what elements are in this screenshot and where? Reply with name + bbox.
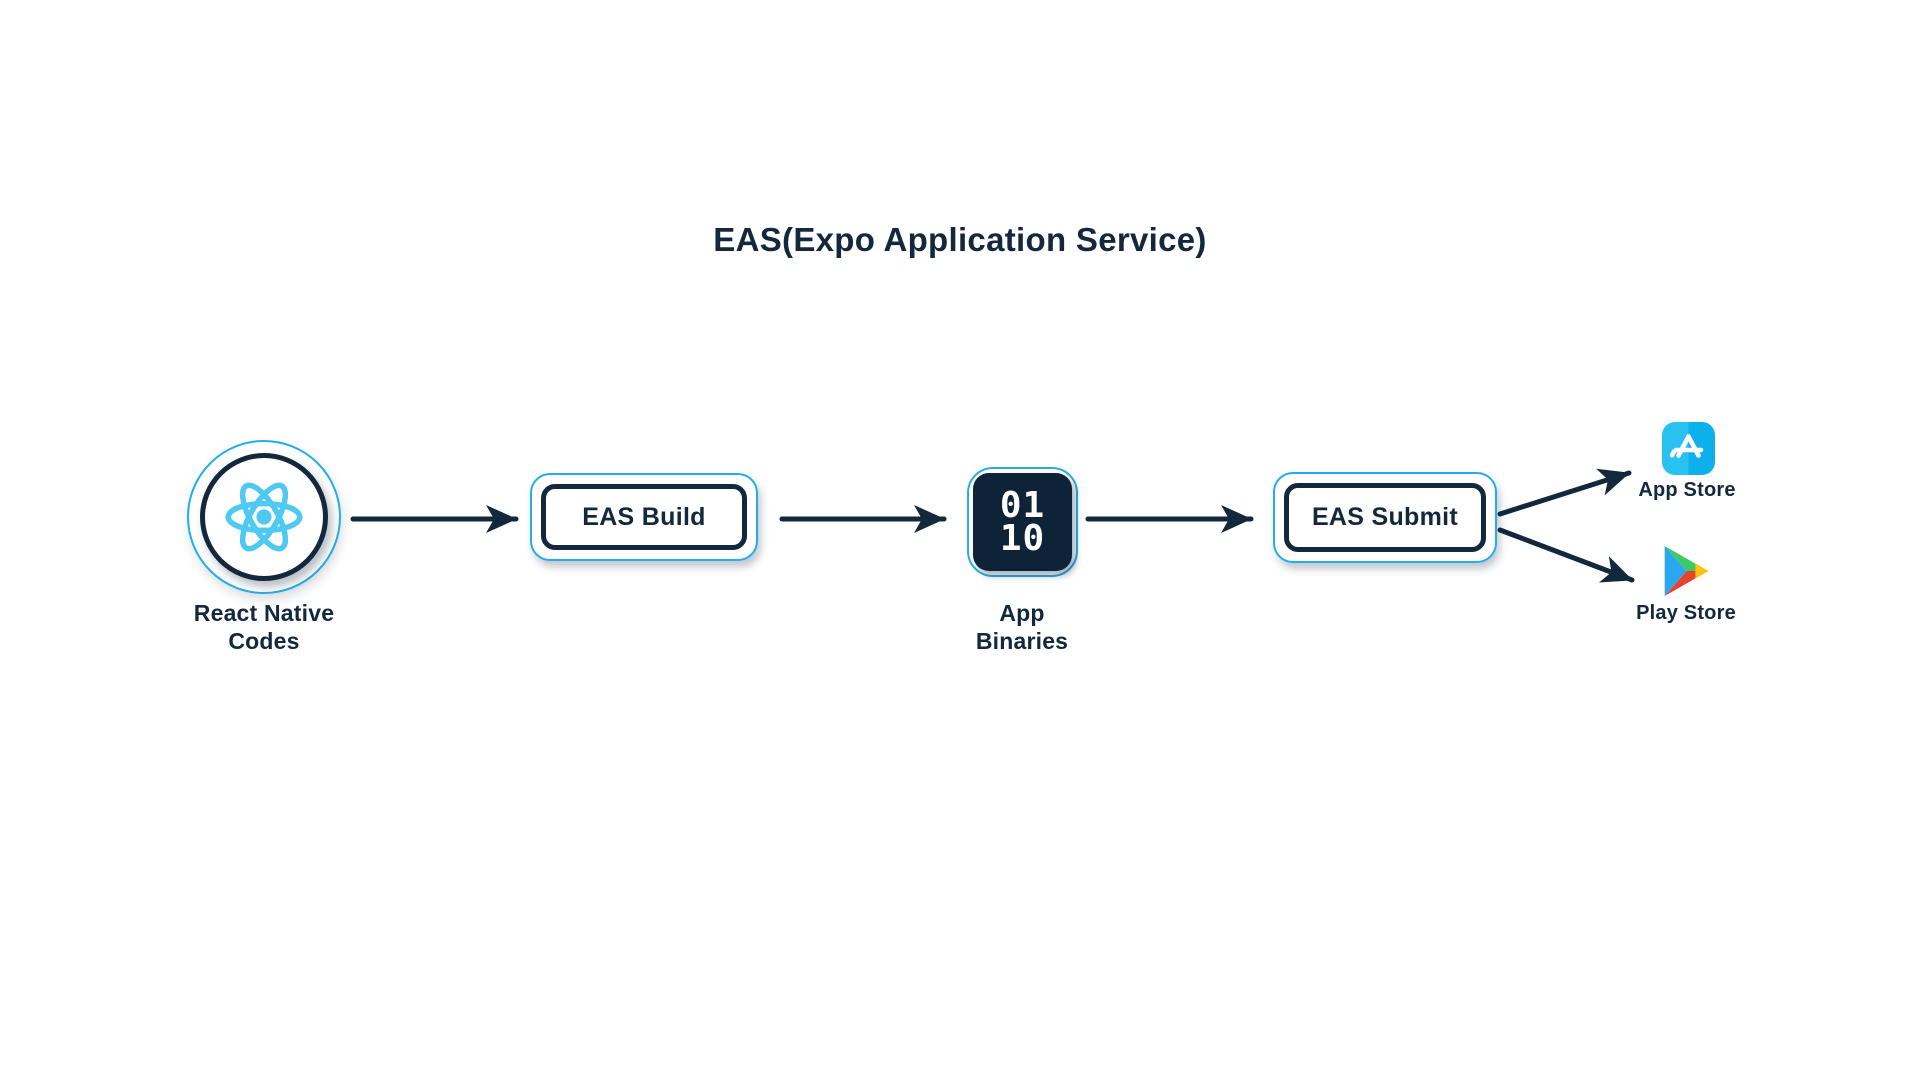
diagram-title: EAS(Expo Application Service): [713, 221, 1207, 258]
binary-line-2: 10: [999, 518, 1046, 559]
react-native-label-line2: Codes: [228, 628, 300, 654]
binary-code-icon: 01 10: [973, 473, 1072, 571]
eas-submit-node: EAS Submit: [1273, 472, 1497, 563]
react-native-node: [200, 453, 328, 581]
eas-submit-label: EAS Submit: [1311, 503, 1459, 531]
react-logo-icon: [225, 482, 303, 552]
binary-line-1: 01: [999, 485, 1046, 526]
play-store-icon: [1664, 546, 1709, 596]
react-native-label: React Native Codes: [154, 599, 374, 655]
arrow-submit-to-playstore: [1497, 527, 1635, 583]
app-binaries-label: App Binaries: [952, 599, 1092, 655]
app-store-label: App Store: [1638, 479, 1736, 501]
app-binaries-label-line2: Binaries: [975, 628, 1069, 654]
react-native-node-ring: [187, 440, 341, 594]
eas-build-label: EAS Build: [582, 502, 706, 531]
eas-build-inner-box: EAS Build: [541, 484, 747, 550]
app-store-icon: [1662, 422, 1715, 475]
app-binaries-node: 01 10: [967, 467, 1078, 577]
arrow-submit-to-appstore: [1497, 468, 1632, 517]
app-store-glyph: [1669, 434, 1704, 458]
eas-submit-inner-box: EAS Submit: [1284, 483, 1486, 552]
app-binaries-label-line1: App: [999, 600, 1045, 626]
play-store-label: Play Store: [1636, 602, 1736, 624]
react-native-label-line1: React Native: [193, 600, 335, 626]
eas-build-node: EAS Build: [530, 473, 758, 561]
